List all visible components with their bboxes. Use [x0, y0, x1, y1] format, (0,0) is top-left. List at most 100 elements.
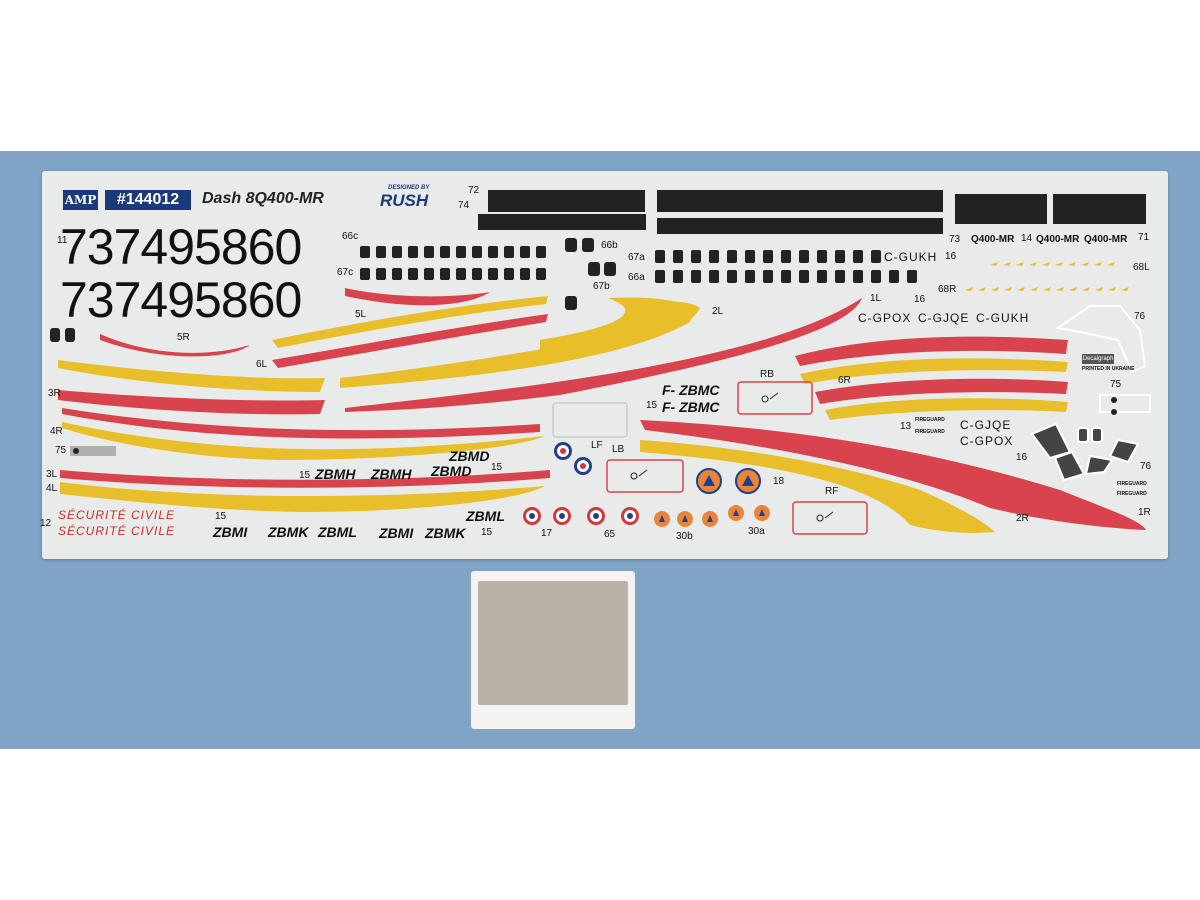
decal-number: 11	[57, 235, 68, 246]
registration-decal: F- ZBMC	[662, 399, 720, 415]
registration-decal: ZBMD	[449, 448, 490, 464]
decal-number: 76	[1134, 311, 1146, 322]
decal-number: 5R	[177, 332, 190, 343]
registration-decal: ZBMI	[379, 525, 414, 541]
decal-number: 1R	[1138, 507, 1151, 518]
model-title: Dash 8Q400-MR	[202, 190, 324, 207]
decal-number: 3L	[46, 469, 58, 480]
registration-decal: C-GUKH	[884, 250, 938, 264]
registration-decal: C-GJQE	[960, 418, 1012, 432]
decal-number: 2R	[1016, 513, 1029, 524]
decal-number: 75	[1110, 379, 1122, 390]
decal-number: 2L	[712, 306, 724, 317]
decal-number: 76	[1140, 461, 1152, 472]
decal-number: 67c	[337, 267, 354, 278]
registration-decal: ZBMK	[425, 525, 466, 541]
registration-decal: C-GPOX	[960, 434, 1014, 448]
decal-number: 15	[299, 470, 311, 481]
serial-number-decal: 737495860	[60, 272, 302, 328]
decal-number: 15	[481, 527, 493, 538]
registration-decal: C-GJQE	[918, 311, 970, 325]
decal-number: 68R	[938, 284, 957, 295]
registration-decal: ZBMK	[268, 524, 309, 540]
decal-number: 18	[773, 476, 785, 487]
fireguard-decal: FIREGUARD	[1117, 481, 1147, 487]
decal-number: RF	[825, 486, 839, 497]
registration-decal: ZBMD	[431, 463, 472, 479]
decal-number: 66b	[601, 240, 618, 251]
decal-number: 30a	[748, 526, 765, 537]
decal-number: 67a	[628, 252, 645, 263]
registration-decal: ZBML	[318, 524, 357, 540]
cockpit-frames	[1055, 305, 1151, 413]
fuselage-stripes	[58, 288, 550, 512]
decal-number: 30b	[676, 531, 693, 542]
decal-number: 4R	[50, 426, 63, 437]
decal-number: 12	[40, 518, 52, 529]
decal-number: 6L	[256, 359, 268, 370]
placard-frames	[552, 381, 868, 535]
decal-number: 13	[900, 421, 912, 432]
decal-number: LB	[612, 444, 625, 455]
rush-logo: RUSH	[380, 191, 429, 210]
decal-number: 16	[1016, 452, 1028, 463]
registration-decal: C-GUKH	[976, 311, 1030, 325]
decal-number: 73	[949, 234, 961, 245]
fireguard-decal: FIREGUARD	[915, 417, 945, 423]
decal-number: 66c	[342, 231, 359, 242]
type-decal: Q400-MR	[1084, 234, 1128, 245]
decal-number: 15	[646, 400, 658, 411]
decal-number: 15	[491, 462, 503, 473]
fireguard-decal: FIREGUARD	[915, 429, 945, 435]
french-roundels	[523, 442, 639, 525]
registration-decal: ZBML	[466, 508, 505, 524]
registration-decal: ZBMH	[371, 466, 412, 482]
decal-number: 17	[541, 528, 553, 539]
decal-number: 68L	[1133, 262, 1150, 273]
cockpit-windows	[1030, 422, 1140, 482]
registration-decal: C-GPOX	[858, 311, 912, 325]
decal-number: 3R	[48, 388, 61, 399]
decal-number: 14	[1021, 233, 1033, 244]
decal-number: 5L	[355, 309, 367, 320]
decal-number: 1L	[870, 293, 882, 304]
mask-film	[478, 581, 628, 705]
type-decal: Q400-MR	[971, 234, 1015, 245]
decal-number: 16	[945, 251, 957, 262]
small-yellow-decals	[965, 262, 1129, 291]
right-stripes	[795, 336, 1068, 420]
black-cheatline-stripes	[478, 190, 1146, 234]
decal-number: 74	[458, 200, 470, 211]
decal-number: RB	[760, 369, 774, 380]
serial-number-decal: 737495860	[60, 219, 302, 275]
decal-number: 16	[914, 294, 926, 305]
civil-defence-badges	[654, 468, 770, 527]
fireguard-decal: FIREGUARD	[1117, 491, 1147, 497]
tail-stripes	[340, 297, 1146, 533]
window-decals	[50, 238, 917, 342]
small-dot-decals	[70, 397, 1117, 456]
decal-number: 15	[215, 511, 227, 522]
catalog-number-badge: #144012	[105, 190, 191, 210]
decal-number: 67b	[593, 281, 610, 292]
decal-number: 66a	[628, 272, 645, 283]
securite-civile-decal: SÉCURITÉ CIVILE	[58, 508, 176, 522]
decal-number: 4L	[46, 483, 58, 494]
type-decal: Q400-MR	[1036, 234, 1080, 245]
decal-number: 72	[468, 185, 480, 196]
decal-number: LF	[591, 440, 603, 451]
amp-logo: AMP	[63, 190, 98, 210]
placard-handles	[630, 392, 834, 522]
decal-number: 6R	[838, 375, 851, 386]
manufacturer-chip: Decalgraph	[1082, 354, 1114, 364]
printed-in-label: PRINTED IN UKRAINE	[1082, 366, 1135, 372]
designed-by-label: DESIGNED BY	[388, 185, 430, 191]
registration-decal: ZBMI	[213, 524, 248, 540]
decal-number: 71	[1138, 232, 1150, 243]
decal-number: 65	[604, 529, 616, 540]
registration-decal: ZBMH	[315, 466, 356, 482]
decal-number: 75	[55, 445, 67, 456]
securite-civile-decal: SÉCURITÉ CIVILE	[58, 524, 176, 538]
registration-decal: F- ZBMC	[662, 382, 720, 398]
